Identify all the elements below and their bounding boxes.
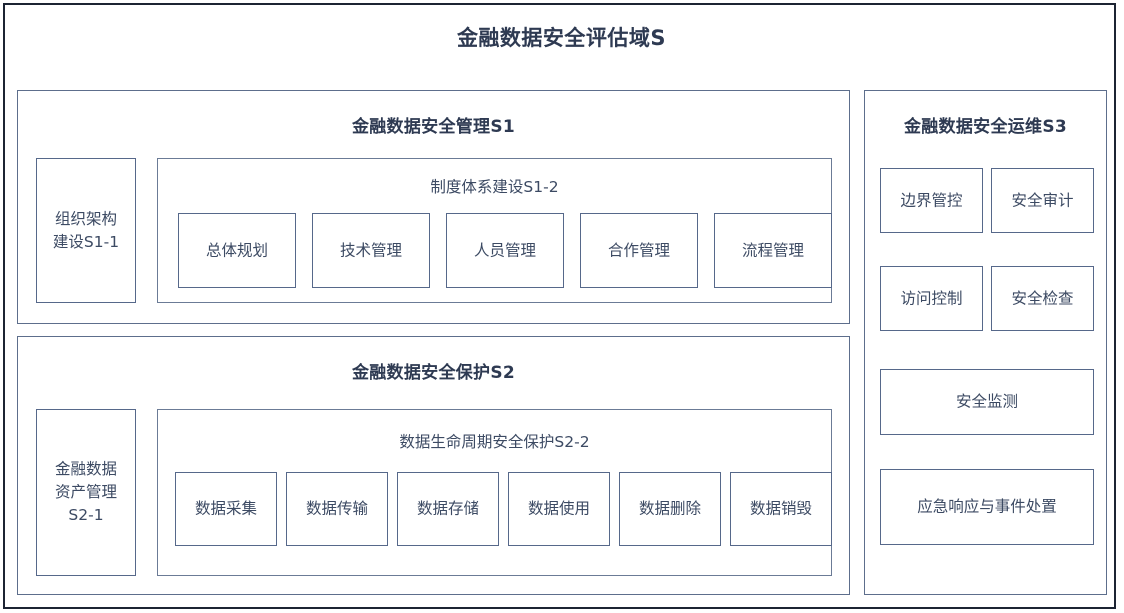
subpanel-s1-2-title: 制度体系建设S1-2 [430, 178, 559, 196]
box-s2-2-item-4[interactable]: 数据删除 [619, 472, 721, 546]
box-s1-2-item-4-label: 流程管理 [741, 240, 804, 259]
box-s3-item-1[interactable]: 安全审计 [991, 168, 1094, 233]
subpanel-s1-2: 制度体系建设S1-2 总体规划 技术管理 人员管理 合作管理 流程管理 [157, 158, 832, 303]
panel-s1-title: 金融数据安全管理S1 [351, 117, 516, 137]
box-s2-2-item-4-label: 数据删除 [638, 499, 701, 518]
panel-s3: 金融数据安全运维S3 边界管控 安全审计 访问控制 安全检查 安全监测 应急响应… [864, 90, 1107, 595]
box-s3-wide-1-label: 应急响应与事件处置 [917, 497, 1057, 516]
box-s3-item-1-label: 安全审计 [1011, 190, 1074, 209]
box-s2-2-item-3[interactable]: 数据使用 [508, 472, 610, 546]
box-s3-wide-0-label: 安全监测 [955, 392, 1018, 411]
subpanel-s2-2-title: 数据生命周期安全保护S2-2 [399, 433, 590, 451]
box-s2-2-item-5-label: 数据销毁 [749, 499, 812, 518]
box-s2-2-item-2[interactable]: 数据存储 [397, 472, 499, 546]
panel-s2: 金融数据安全保护S2 金融数据 资产管理 S2-1 数据生命周期安全保护S2-2… [17, 336, 850, 595]
box-s3-item-0[interactable]: 边界管控 [880, 168, 983, 233]
box-s1-2-item-0-label: 总体规划 [205, 240, 268, 259]
panel-s3-title: 金融数据安全运维S3 [903, 117, 1068, 137]
panel-s2-title: 金融数据安全保护S2 [351, 363, 516, 383]
box-s1-1-label: 组织架构 建设S1-1 [52, 209, 120, 251]
box-s3-item-2-label: 访问控制 [900, 288, 963, 307]
box-s1-2-item-3-label: 合作管理 [607, 240, 670, 259]
box-s3-item-3-label: 安全检查 [1011, 288, 1074, 307]
box-s3-wide-0[interactable]: 安全监测 [880, 369, 1094, 435]
box-s2-2-item-0[interactable]: 数据采集 [175, 472, 277, 546]
box-s3-item-2[interactable]: 访问控制 [880, 266, 983, 331]
box-s1-2-item-2-label: 人员管理 [473, 240, 536, 259]
box-s2-1-asset-management[interactable]: 金融数据 资产管理 S2-1 [36, 409, 136, 576]
panel-s1: 金融数据安全管理S1 组织架构 建设S1-1 制度体系建设S1-2 总体规划 技… [17, 90, 850, 324]
box-s1-1-organization[interactable]: 组织架构 建设S1-1 [36, 158, 136, 303]
box-s1-2-item-3[interactable]: 合作管理 [580, 213, 698, 288]
box-s1-2-item-1-label: 技术管理 [339, 240, 402, 259]
box-s2-2-item-0-label: 数据采集 [194, 499, 257, 518]
box-s2-2-item-1-label: 数据传输 [305, 499, 368, 518]
box-s3-item-0-label: 边界管控 [900, 190, 963, 209]
box-s3-item-3[interactable]: 安全检查 [991, 266, 1094, 331]
box-s2-2-item-5[interactable]: 数据销毁 [730, 472, 832, 546]
box-s2-2-item-3-label: 数据使用 [527, 499, 590, 518]
box-s1-2-item-1[interactable]: 技术管理 [312, 213, 430, 288]
box-s1-2-item-4[interactable]: 流程管理 [714, 213, 832, 288]
box-s2-2-item-2-label: 数据存储 [416, 499, 479, 518]
box-s2-1-label: 金融数据 资产管理 S2-1 [54, 459, 117, 525]
box-s1-2-item-0[interactable]: 总体规划 [178, 213, 296, 288]
box-s2-2-item-1[interactable]: 数据传输 [286, 472, 388, 546]
box-s1-2-item-2[interactable]: 人员管理 [446, 213, 564, 288]
subpanel-s2-2: 数据生命周期安全保护S2-2 数据采集 数据传输 数据存储 数据使用 数据删除 [157, 409, 832, 576]
page-title: 金融数据安全评估域S [456, 26, 667, 50]
box-s3-wide-1[interactable]: 应急响应与事件处置 [880, 469, 1094, 545]
diagram-outer-frame: 金融数据安全评估域S 金融数据安全管理S1 组织架构 建设S1-1 制度体系建设… [3, 3, 1116, 609]
